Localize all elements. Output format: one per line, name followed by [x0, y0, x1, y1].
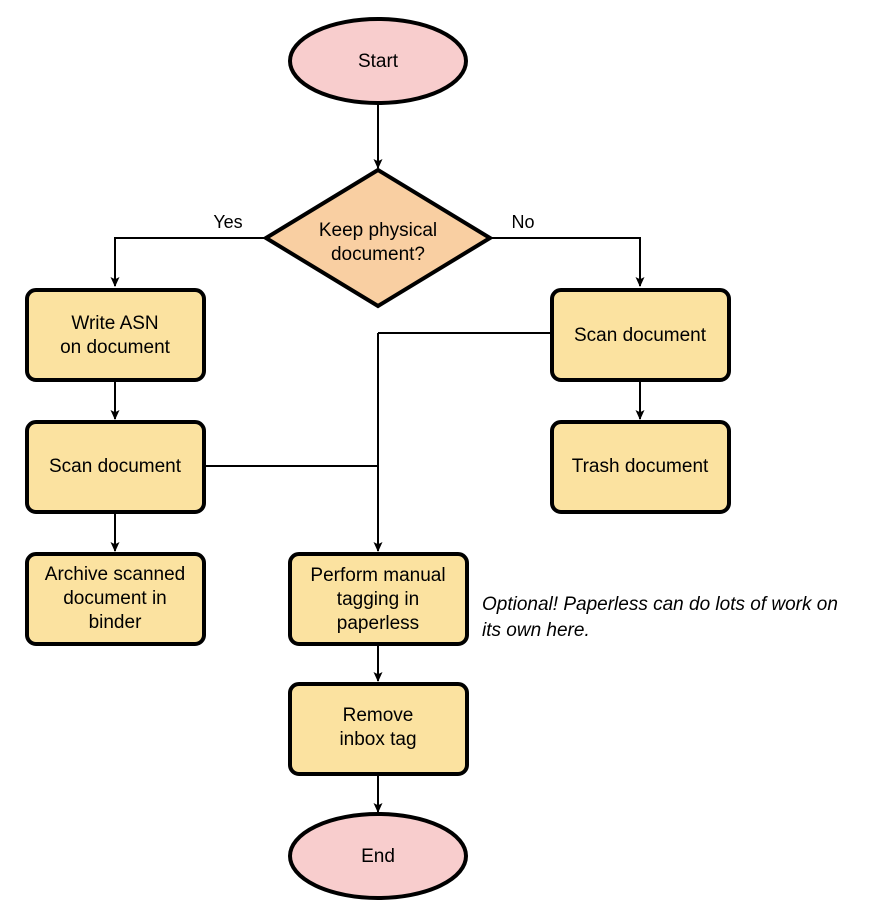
annotation-note: Optional! Paperless can do lots of work …: [482, 594, 838, 641]
keep-physical-document-label-line-2: document?: [331, 244, 425, 265]
write-asn-on-document-label-line-1: Write ASN: [71, 313, 158, 334]
scan-document-left-shape: [25, 420, 206, 514]
node-trash-document[interactable]: Trash document: [550, 420, 731, 514]
end-shape: [288, 812, 468, 900]
edge-decision-no-to-scan-document-right: [489, 237, 645, 287]
node-end[interactable]: End: [288, 812, 468, 900]
remove-inbox-tag-label-line-2: inbox tag: [339, 729, 416, 750]
archive-scanned-document-in-binder-label-line-3: binder: [89, 612, 142, 633]
perform-manual-tagging-in-paperless-label-line-1: Perform manual: [310, 565, 445, 586]
trash-document-shape: [550, 420, 731, 514]
node-remove-inbox-tag[interactable]: Remove inbox tag: [288, 682, 469, 776]
node-start[interactable]: Start: [288, 17, 468, 105]
connector-layer: [110, 102, 645, 813]
start-label: Start: [358, 51, 399, 72]
node-write-asn-on-document[interactable]: Write ASN on document: [25, 288, 206, 382]
remove-inbox-tag-label-line-1: Remove: [343, 705, 414, 726]
node-archive-scanned-document-in-binder[interactable]: Archive scanned document in binder: [25, 552, 206, 646]
node-keep-physical-document[interactable]: Keep physical document?: [262, 167, 494, 309]
perform-manual-tagging-in-paperless-label-line-2: tagging in: [337, 589, 419, 610]
node-scan-document-right[interactable]: Scan document: [550, 288, 731, 382]
archive-scanned-document-in-binder-label-line-2: document in: [63, 588, 167, 609]
annotation-line-1: Optional! Paperless can do lots of work …: [482, 594, 838, 615]
trash-document-label: Trash document: [572, 456, 709, 477]
end-label: End: [361, 846, 395, 867]
archive-scanned-document-in-binder-label-line-1: Archive scanned: [45, 564, 185, 585]
edge-label-yes: Yes: [213, 212, 242, 232]
scan-document-left-label: Scan document: [49, 456, 182, 477]
edge-decision-yes-to-write-asn: [110, 237, 267, 287]
perform-manual-tagging-in-paperless-label-line-3: paperless: [337, 613, 419, 634]
perform-manual-tagging-in-paperless-shape: [288, 552, 469, 646]
scan-document-right-shape: [550, 288, 731, 382]
scan-document-right-label: Scan document: [574, 325, 707, 346]
keep-physical-document-shape: [262, 167, 494, 309]
archive-scanned-document-in-binder-shape: [25, 552, 206, 646]
remove-inbox-tag-shape: [288, 682, 469, 776]
node-scan-document-left[interactable]: Scan document: [25, 420, 206, 514]
keep-physical-document-label-line-1: Keep physical: [319, 220, 437, 241]
write-asn-on-document-label-line-2: on document: [60, 337, 171, 358]
start-shape: [288, 17, 468, 105]
node-perform-manual-tagging-in-paperless[interactable]: Perform manual tagging in paperless: [288, 552, 469, 646]
annotation-line-2: its own here.: [482, 620, 590, 641]
edge-label-no: No: [511, 212, 534, 232]
write-asn-on-document-shape: [25, 288, 206, 382]
